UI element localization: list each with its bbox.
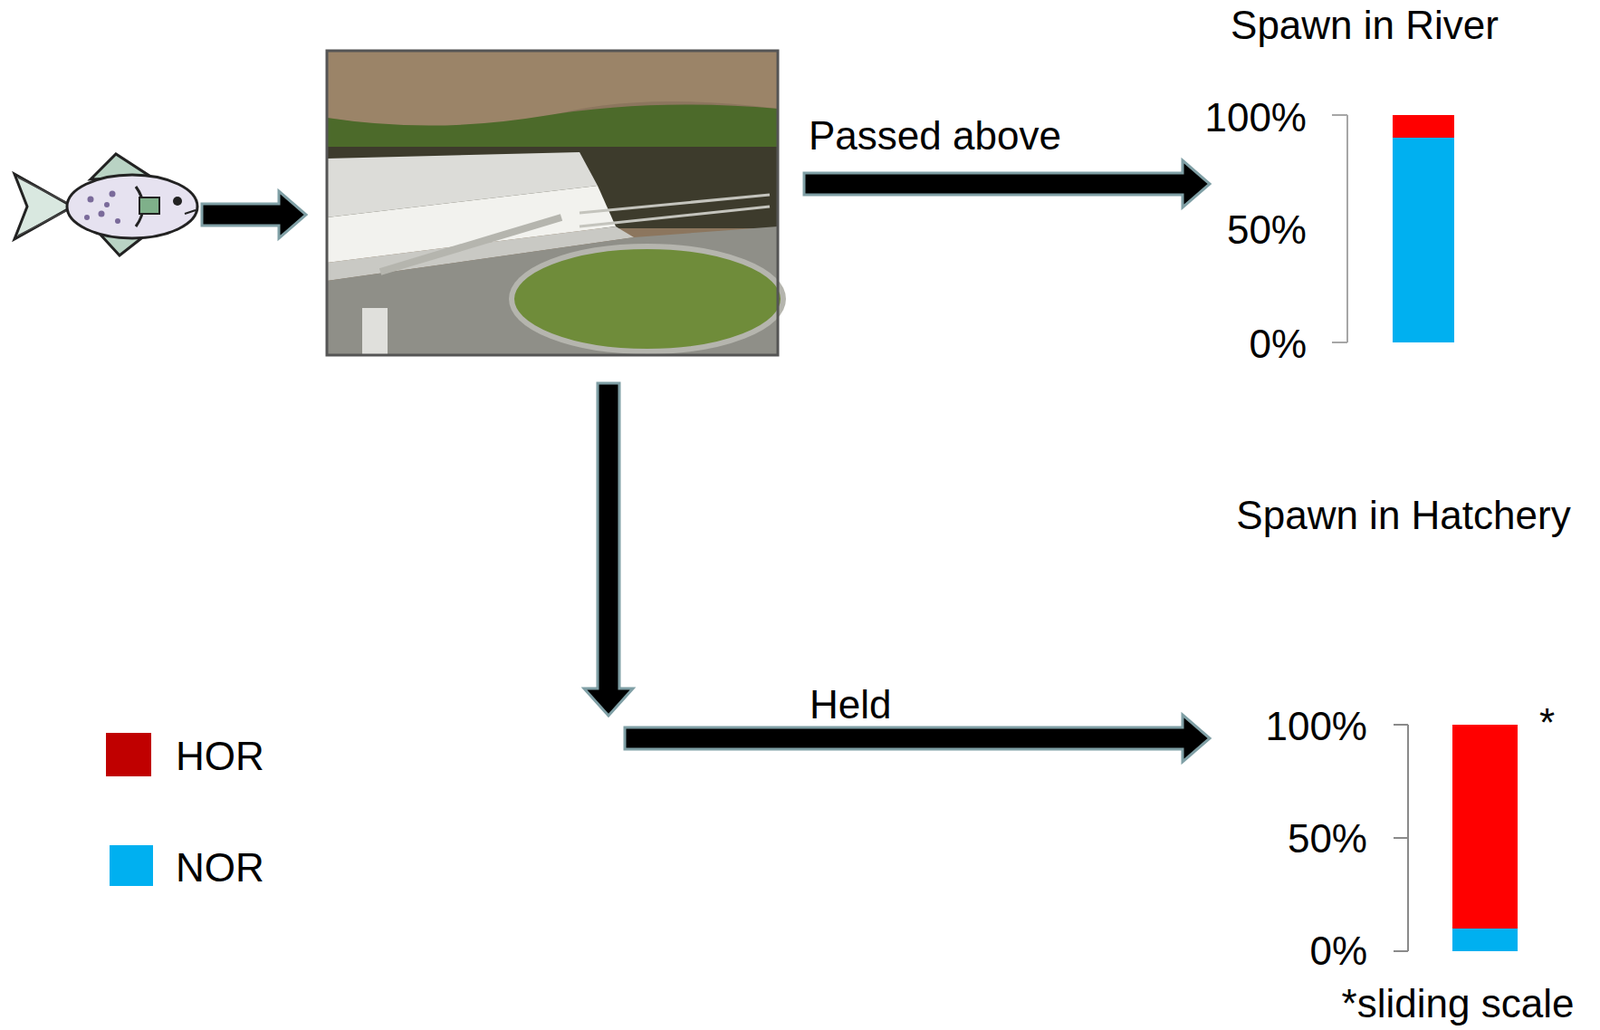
- axis-label: 50%: [1287, 816, 1368, 861]
- dam-photo: [326, 50, 784, 355]
- chart-title: Spawn in Hatchery: [1235, 493, 1571, 537]
- hatchery-house: Spawn in Hatchery 100% 50% 0% *: [1217, 488, 1590, 983]
- chart-panel: Spawn in River 100% 50% 0%: [1204, 0, 1594, 363]
- legend-label: NOR: [175, 845, 265, 890]
- axis-label: 50%: [1226, 208, 1307, 252]
- axis-label: 0%: [1248, 322, 1307, 366]
- hatchery-bar-chart: [1393, 724, 1518, 951]
- flow-arrow: [804, 160, 1210, 208]
- arrow-label: Passed above: [808, 114, 1062, 158]
- axis-label: 100%: [1204, 95, 1307, 140]
- flow-arrow: [624, 714, 1210, 762]
- chart-title: Spawn in River: [1230, 3, 1499, 48]
- river-bar-chart: [1331, 114, 1455, 343]
- legend-swatch: [105, 732, 152, 777]
- flow-arrow: [201, 191, 307, 239]
- flow-arrow: [584, 383, 633, 716]
- legend-label: HOR: [175, 734, 265, 778]
- legend-swatch: [109, 844, 154, 886]
- footnote-mark: *: [1539, 700, 1555, 745]
- axis-label: 0%: [1309, 929, 1368, 973]
- fish-icon: [14, 153, 198, 256]
- axis-label: 100%: [1264, 704, 1368, 748]
- footnote: *sliding scale: [1341, 981, 1575, 1026]
- arrow-label: Held: [809, 682, 892, 727]
